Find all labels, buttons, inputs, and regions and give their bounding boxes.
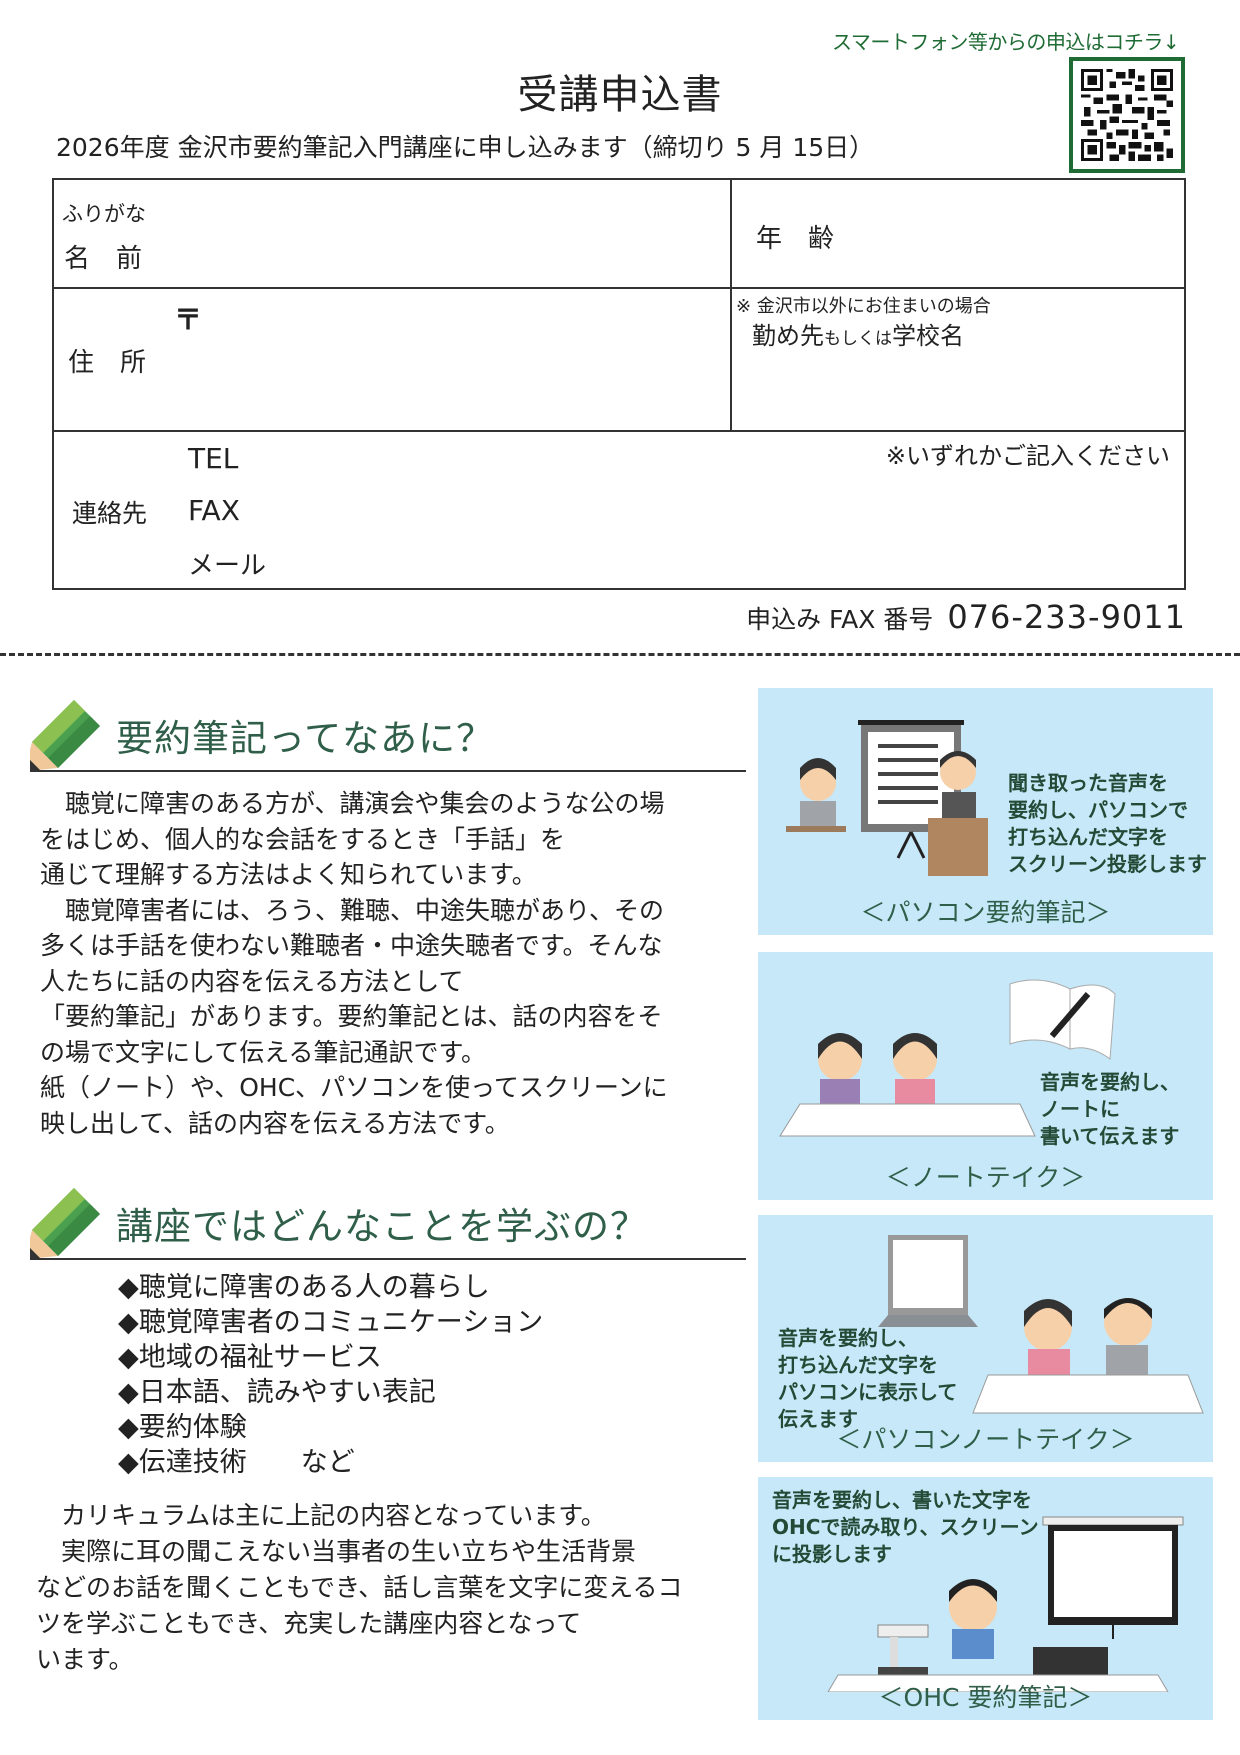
curriculum-list: ◆聴覚に障害のある人の暮らし ◆聴覚障害者のコミュニケーション ◆地域の福祉サー… bbox=[118, 1270, 543, 1480]
name-label: 名 前 bbox=[64, 244, 143, 274]
body-line: 映し出して、話の内容を伝える方法です。 bbox=[40, 1108, 510, 1138]
cut-line-divider bbox=[0, 653, 1240, 656]
list-item: ◆要約体験 bbox=[118, 1412, 247, 1443]
panel-caption: ＜パソコンノートテイク＞ bbox=[836, 1425, 1135, 1454]
mail-field[interactable] bbox=[284, 538, 1164, 582]
school-label: 学校名 bbox=[892, 322, 964, 350]
form-divider bbox=[730, 180, 732, 431]
list-item: ◆日本語、読みやすい表記 bbox=[118, 1377, 436, 1408]
section-heading-what-you-learn: 講座ではどんなことを学ぶの？ bbox=[30, 1188, 746, 1260]
presentation-illustration-icon bbox=[786, 720, 988, 876]
form-divider bbox=[54, 430, 1184, 432]
fax-number-label: 申込み FAX 番号 bbox=[746, 605, 934, 634]
page-title: 受講申込書 bbox=[517, 72, 723, 118]
fax-field[interactable] bbox=[284, 488, 1164, 532]
name-field[interactable] bbox=[184, 190, 714, 282]
panel-caption: ＜パソコン要約筆記＞ bbox=[860, 898, 1111, 927]
body-line: 紙（ノート）や、OHC、パソコンを使ってスクリーンに bbox=[40, 1073, 668, 1102]
or-label: もしくは bbox=[824, 329, 892, 349]
panel-pc-summary-writing: 聞き取った音声を 要約し、パソコンで 打ち込んだ文字を スクリーン投影します ＜… bbox=[758, 688, 1213, 935]
list-item: ◆地域の福祉サービス bbox=[118, 1342, 382, 1373]
age-label: 年 齢 bbox=[756, 224, 835, 254]
panel-description: 音声を要約し、書いた文字を OHCで読み取り、スクリーン に投影します bbox=[772, 1488, 1039, 1566]
contact-label: 連絡先 bbox=[72, 499, 148, 528]
furigana-label: ふりがな bbox=[62, 202, 146, 226]
body-line: います。 bbox=[36, 1645, 134, 1674]
workplace-label: 勤め先 bbox=[752, 322, 824, 350]
body-line: 多くは手話を使わない難聴者・中途失聴者です。そんな bbox=[40, 931, 663, 960]
ohc-illustration-icon bbox=[827, 1516, 1184, 1692]
curriculum-closing-text: カリキュラムは主に上記の内容となっています。 実際に耳の聞こえない当事者の生い立… bbox=[36, 1498, 736, 1678]
body-line: 聴覚障害者には、ろう、難聴、中途失聴があり、その bbox=[40, 895, 665, 925]
list-item: ◆聴覚障害者のコミュニケーション bbox=[118, 1307, 544, 1338]
body-line: カリキュラムは主に上記の内容となっています。 bbox=[36, 1501, 606, 1530]
contact-note: ※いずれかご記入ください bbox=[885, 442, 1170, 470]
tel-field[interactable] bbox=[284, 438, 884, 482]
mail-label: メール bbox=[188, 551, 267, 581]
section-heading-text: 要約筆記ってなあに？ bbox=[116, 717, 495, 760]
address-field[interactable] bbox=[204, 295, 714, 425]
fax-label: FAX bbox=[188, 494, 240, 527]
body-line: 人たちに話の内容を伝える方法として bbox=[40, 966, 464, 996]
body-line: 通じて理解する方法はよく知られています。 bbox=[40, 860, 537, 889]
application-form: ふりがな 名 前 年 齢 〒 住 所 ※ 金沢市以外にお住まいの場合 勤め先もし… bbox=[52, 178, 1186, 590]
panel-description: 聞き取った音声を 要約し、パソコンで 打ち込んだ文字を スクリーン投影します bbox=[1008, 771, 1207, 876]
section-heading-what-is: 要約筆記ってなあに？ bbox=[30, 700, 746, 772]
panel-ohc-summary-writing: 音声を要約し、書いた文字を OHCで読み取り、スクリーン に投影します ＜OHC… bbox=[758, 1477, 1213, 1720]
tel-label: TEL bbox=[188, 442, 239, 475]
list-item: ◆聴覚に障害のある人の暮らし bbox=[118, 1272, 490, 1303]
pencil-icon bbox=[30, 1188, 100, 1258]
body-line: の場で文字にして伝える筆記通訳です。 bbox=[40, 1037, 487, 1067]
workplace-school-field[interactable] bbox=[744, 352, 1174, 424]
page-subtitle: 2026年度 金沢市要約筆記入門講座に申し込みます（締切り 5 月 15日） bbox=[56, 133, 875, 162]
body-line: ツを学ぶこともでき、充実した講座内容となって bbox=[36, 1609, 582, 1638]
section-heading-text: 講座ではどんなことを学ぶの？ bbox=[116, 1205, 648, 1248]
pencil-icon bbox=[30, 700, 100, 770]
list-item: ◆伝達技術 など bbox=[118, 1447, 355, 1478]
postal-mark-icon: 〒 bbox=[174, 303, 203, 336]
body-line: などのお話を聞くこともでき、話し言葉を文字に変えるコ bbox=[36, 1573, 683, 1602]
qr-code-icon[interactable] bbox=[1069, 57, 1185, 173]
body-line: 実際に耳の聞こえない当事者の生い立ちや生活背景 bbox=[36, 1537, 637, 1566]
age-field[interactable] bbox=[844, 190, 1174, 282]
panel-description: 音声を要約し、 ノートに 書いて伝えます bbox=[1040, 1070, 1180, 1148]
body-line: 聴覚に障害のある方が、講演会や集会のような公の場 bbox=[40, 789, 665, 818]
panel-description: 音声を要約し、 打ち込んだ文字を パソコンに表示して 伝えます bbox=[778, 1326, 958, 1431]
panel-note-taking: 音声を要約し、 ノートに 書いて伝えます ＜ノートテイク＞ bbox=[758, 952, 1213, 1200]
body-line: をはじめ、個人的な会話をするとき「手話」を bbox=[40, 824, 566, 854]
fax-number: 076-233-9011 bbox=[947, 598, 1186, 636]
note-taking-illustration-icon bbox=[779, 979, 1116, 1137]
panel-caption: ＜OHC 要約筆記＞ bbox=[878, 1683, 1093, 1712]
form-divider bbox=[54, 287, 1184, 289]
body-line: 「要約筆記」があります。要約筆記とは、話の内容をそ bbox=[40, 1002, 663, 1031]
outside-city-note: ※ 金沢市以外にお住まいの場合 bbox=[736, 296, 991, 317]
workplace-school-label: 勤め先もしくは学校名 bbox=[752, 316, 964, 351]
panel-caption: ＜ノートテイク＞ bbox=[885, 1163, 1086, 1192]
section-what-is-body: 聴覚に障害のある方が、講演会や集会のような公の場 をはじめ、個人的な会話をすると… bbox=[40, 786, 740, 1141]
qr-caption: スマートフォン等からの申込はコチラ↓ bbox=[832, 30, 1180, 54]
address-label: 住 所 bbox=[68, 348, 147, 378]
panel-pc-note-taking: 音声を要約し、 打ち込んだ文字を パソコンに表示して 伝えます ＜パソコンノート… bbox=[758, 1215, 1213, 1462]
pc-note-taking-illustration-icon bbox=[878, 1235, 1204, 1414]
fax-number-line: 申込み FAX 番号 076-233-9011 bbox=[746, 598, 1186, 636]
